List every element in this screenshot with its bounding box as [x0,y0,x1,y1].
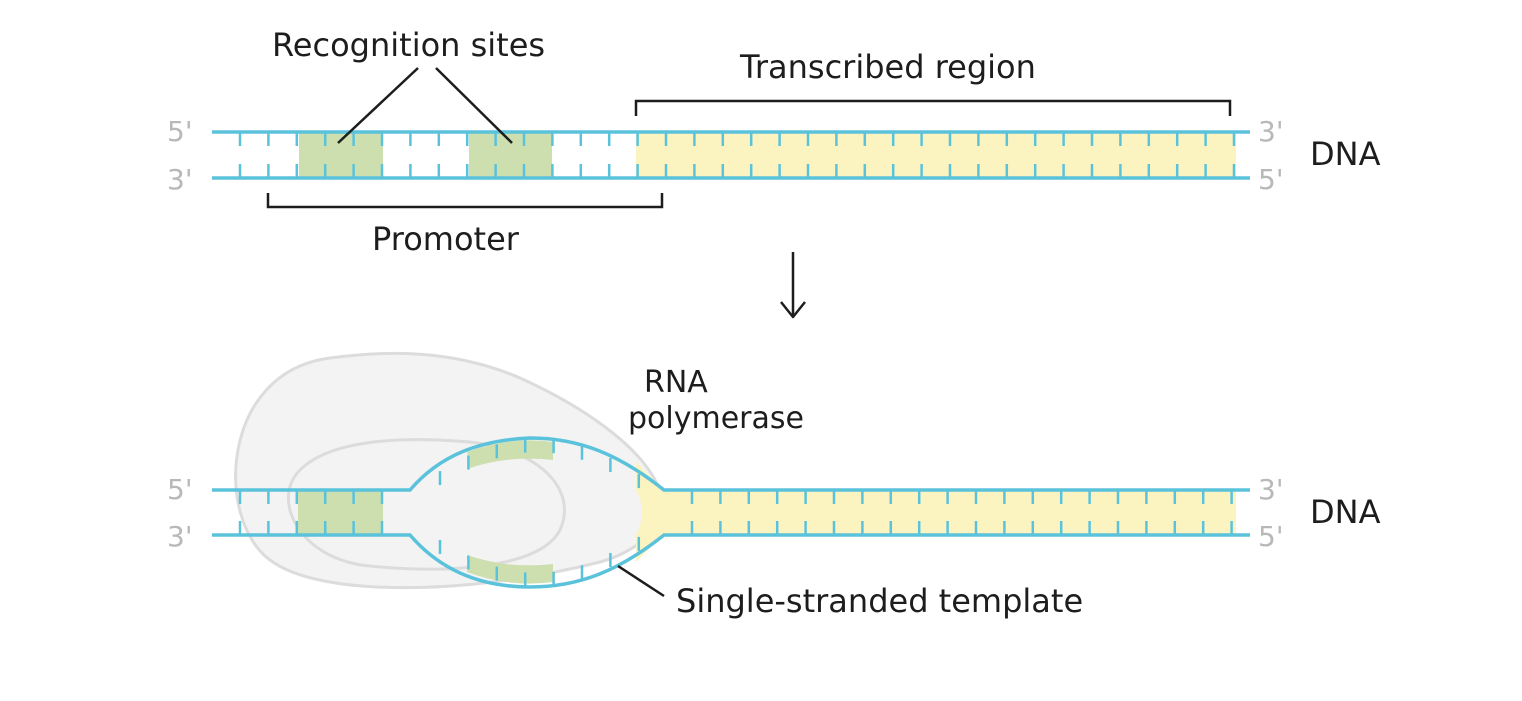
bottom-left-5prime: 5' [167,473,193,506]
recognition-sites-label: Recognition sites [272,26,545,64]
rna-polymerase-label-line1: RNA [644,365,708,400]
promoter-bracket [266,193,664,209]
rna-polymerase-inner-groove [287,438,566,571]
bubble-base-pairs [438,438,641,587]
down-arrow-icon [780,252,806,319]
bottom-transcribed-fill [664,491,1236,534]
top-dna-label: DNA [1310,135,1381,173]
bubble-upper-recognition-fill [467,440,553,468]
transcribed-region-bracket [634,99,1232,116]
top-recognition-site-2 [469,133,552,177]
recognition-pointer-left [337,67,419,144]
rna-polymerase-label-line2: polymerase [628,401,804,436]
top-right-3prime: 3' [1258,115,1284,148]
bottom-right-5prime: 5' [1258,520,1284,553]
recognition-pointer-right [435,67,513,144]
bubble-lower-recognition-fill [467,556,553,584]
bottom-lower-strand [212,533,1250,589]
bottom-left-3prime: 3' [167,520,193,553]
promoter-label: Promoter [372,220,520,258]
bottom-upper-strand [212,436,1250,492]
bottom-recognition-site [298,491,383,534]
top-right-5prime: 5' [1258,163,1284,196]
top-base-pairs [238,132,1236,178]
bubble-front-transcribed-fill [636,462,664,562]
top-transcribed-fill [636,133,1236,177]
bottom-dna-label: DNA [1310,493,1381,531]
template-pointer [617,564,665,598]
top-left-3prime: 3' [167,163,193,196]
bottom-dna [212,351,1250,590]
top-dna [212,130,1250,180]
bottom-base-pairs [238,490,1233,535]
top-left-5prime: 5' [167,115,193,148]
single-stranded-template-label: Single-stranded template [676,582,1083,620]
transcribed-region-label: Transcribed region [739,48,1036,86]
bottom-right-3prime: 3' [1258,473,1284,506]
